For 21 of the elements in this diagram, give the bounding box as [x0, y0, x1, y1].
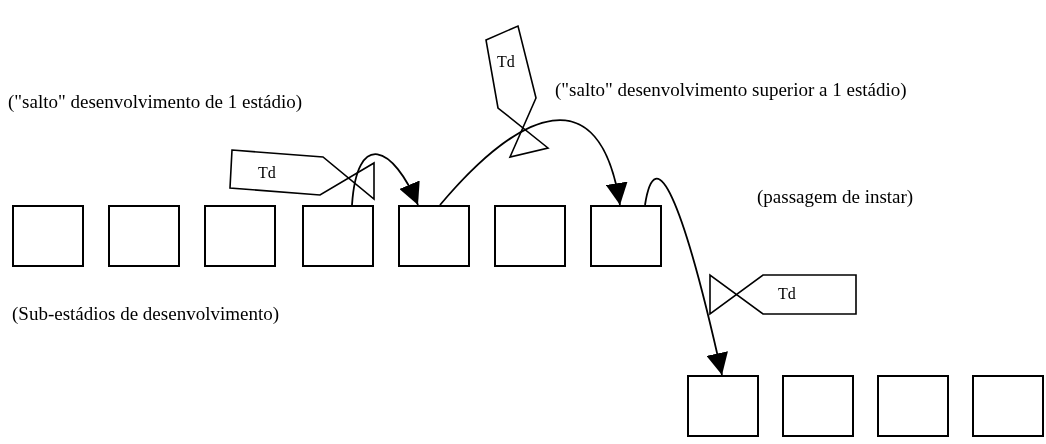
stage-box [204, 205, 276, 267]
stage-box [687, 375, 759, 437]
stage-box [590, 205, 662, 267]
tag-label: Td [497, 54, 515, 70]
annotation-text: (Sub-estádios de desenvolvimento) [12, 302, 280, 326]
stage-box [972, 375, 1044, 437]
stage-box [12, 205, 84, 267]
stage-box [782, 375, 854, 437]
annotation-text: ("salto" desenvolvimento de 1 estádio) [8, 90, 304, 114]
curved-arrow [439, 119, 627, 206]
curved-arrow [644, 177, 728, 376]
annotation-text: (passagem de instar) [757, 185, 915, 209]
stage-box [494, 205, 566, 267]
stage-box [398, 205, 470, 267]
curved-arrow [351, 153, 419, 206]
stage-box [302, 205, 374, 267]
stage-box [108, 205, 180, 267]
tag-label: Td [258, 165, 276, 181]
tag-label: Td [778, 286, 796, 302]
stage-box [877, 375, 949, 437]
annotation-text: ("salto" desenvolvimento superior a 1 estádio) [555, 78, 908, 102]
